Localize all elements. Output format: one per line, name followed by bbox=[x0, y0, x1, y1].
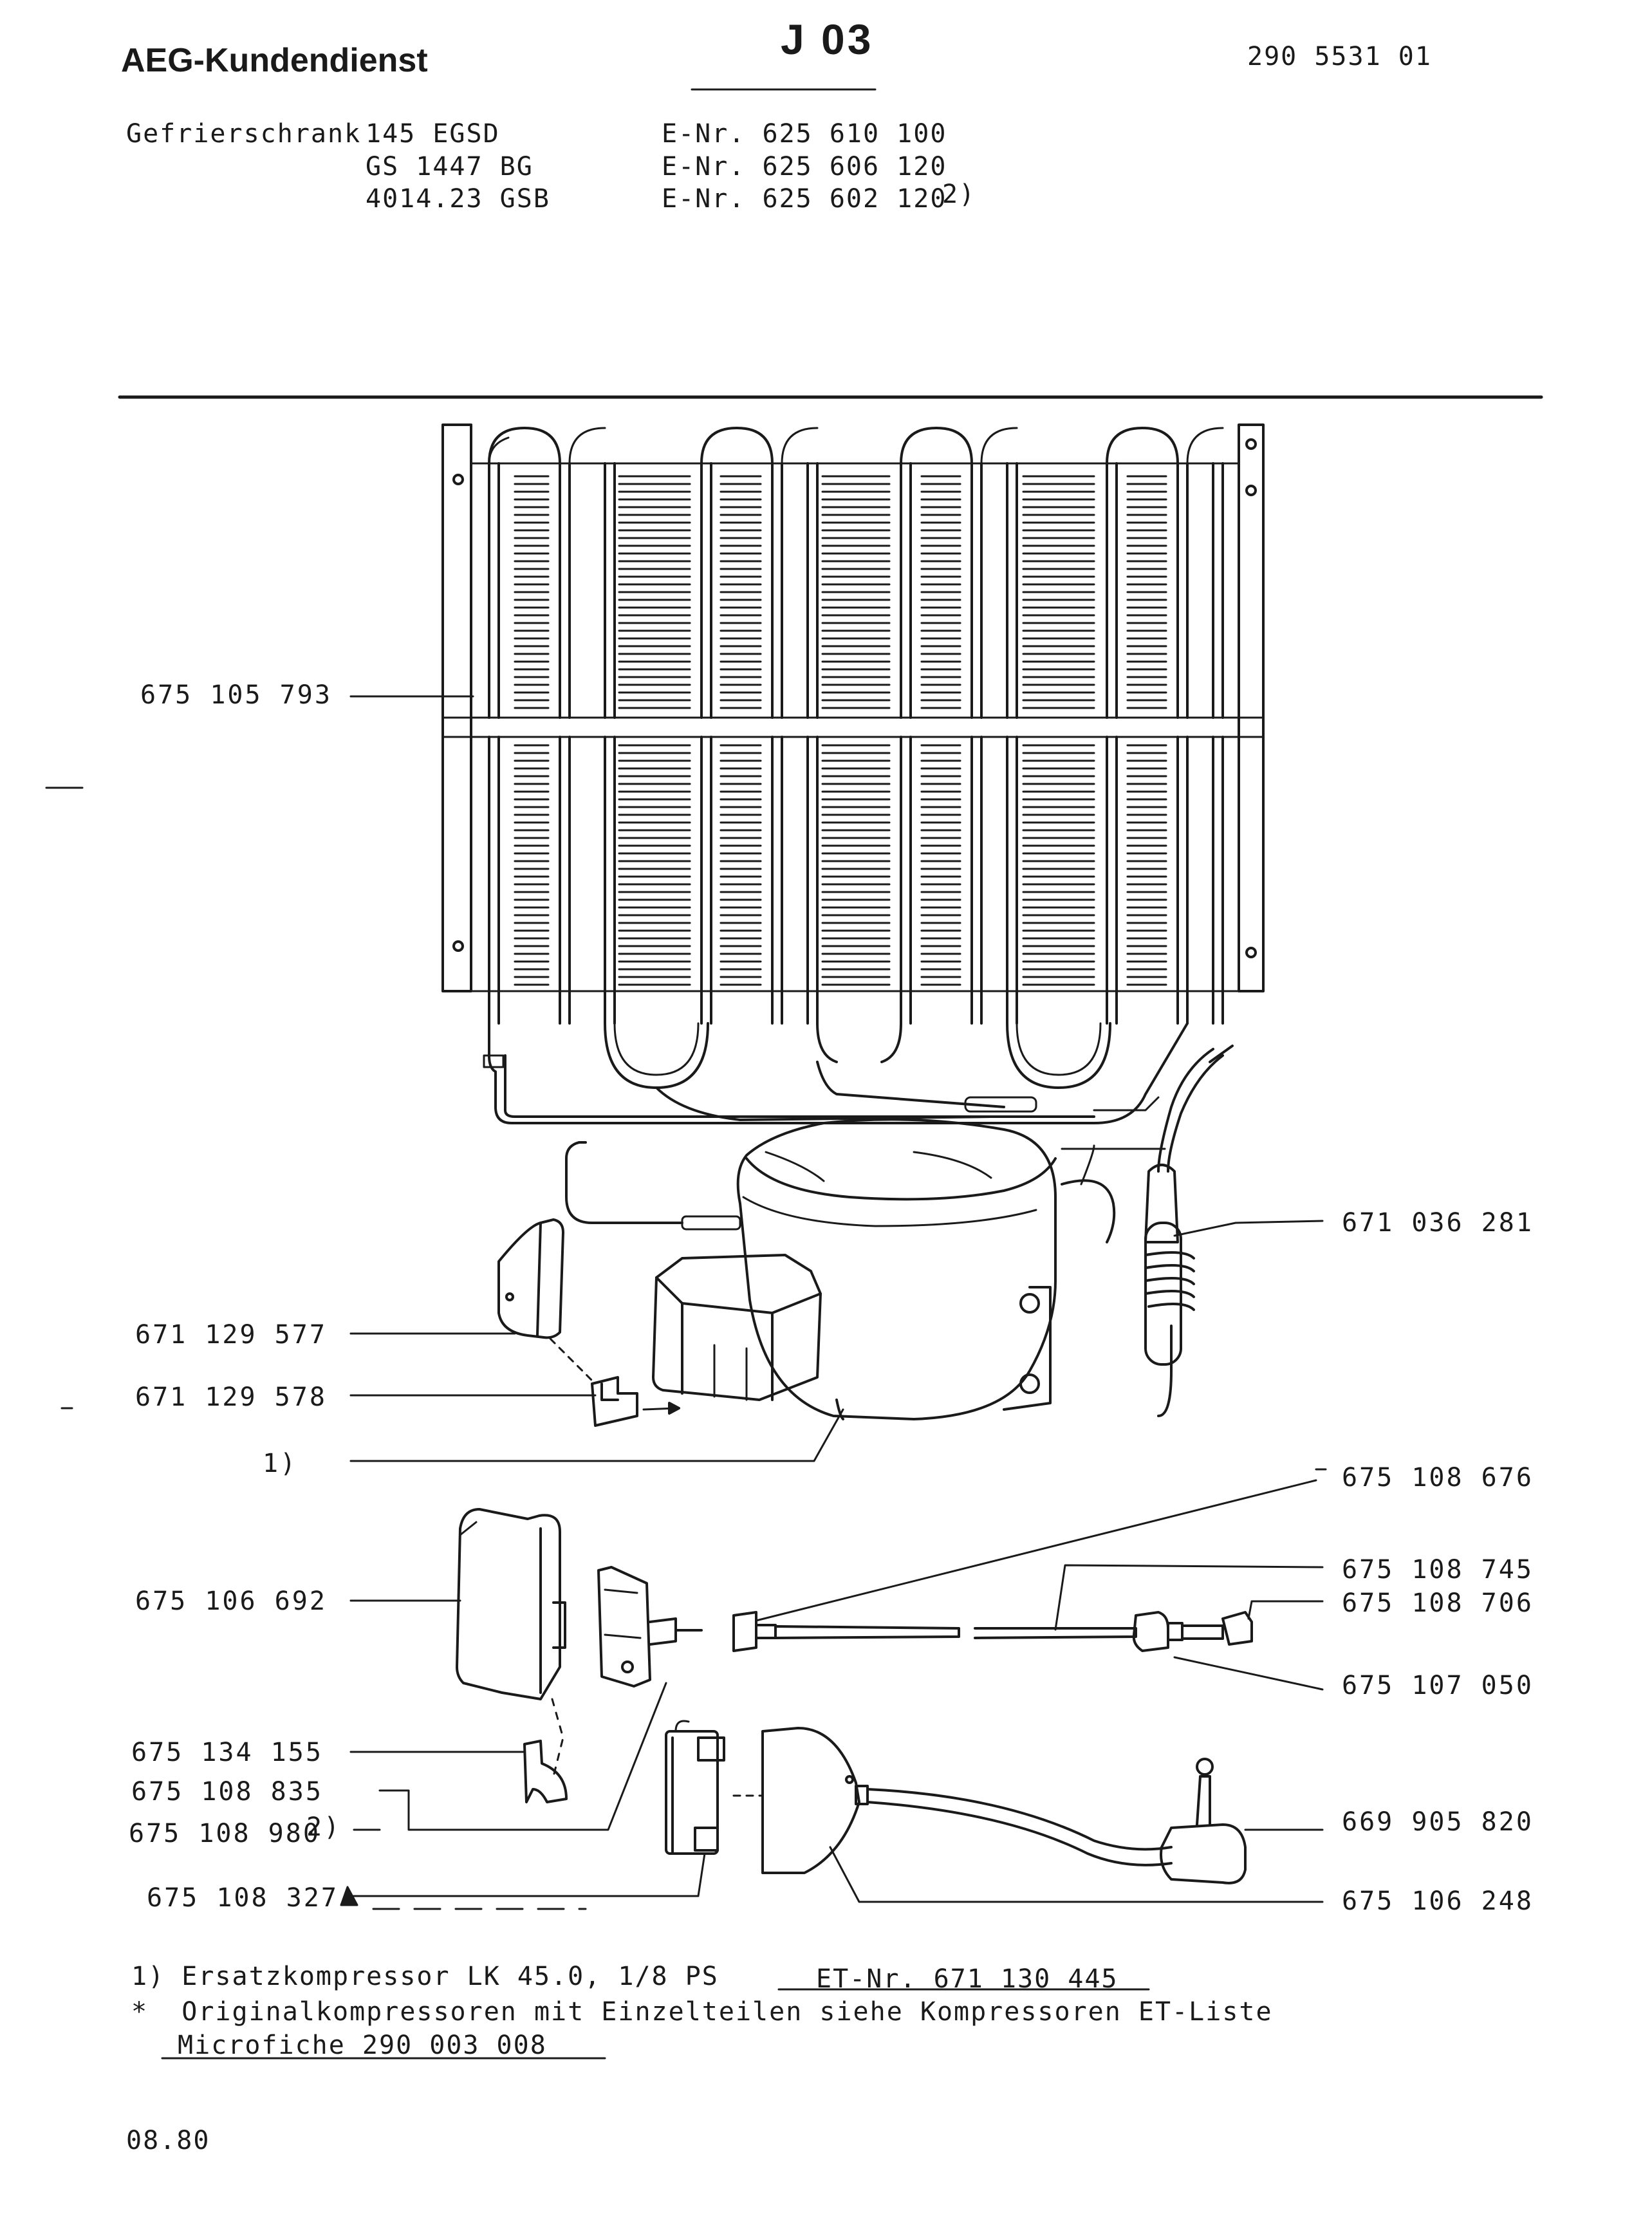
condenser-right-rail bbox=[1239, 425, 1263, 991]
footnote-2-reference: Microfiche 290 003 008 bbox=[178, 2031, 547, 2060]
rail-hole bbox=[1247, 948, 1256, 957]
rail-hole bbox=[1247, 440, 1256, 449]
condenser bbox=[443, 425, 1263, 1088]
label-condenser: 675 105 793 bbox=[140, 680, 332, 710]
label-thermostat-a: 675 108 835 bbox=[131, 1777, 323, 1807]
terminal-cover-part bbox=[763, 1728, 868, 1873]
footnote-1: 1) Ersatzkompressor LK 45.0, 1/8 PS bbox=[131, 1962, 719, 1991]
enr-2: E-Nr. 625 606 120 bbox=[662, 152, 947, 181]
footnote-1-et-number: ET-Nr. 671 130 445 bbox=[816, 1964, 1118, 1994]
cover-cap-part bbox=[499, 1220, 563, 1337]
enr-3-footnote-mark: 2) bbox=[942, 180, 976, 209]
mains-cable-and-plug bbox=[868, 1759, 1245, 1883]
shaft-assembly bbox=[734, 1612, 1252, 1651]
rail-hole bbox=[454, 942, 463, 951]
terminal-block-part bbox=[666, 1721, 724, 1854]
model-name-2: GS 1447 BG bbox=[366, 152, 534, 181]
label-mains-plug: 669 905 820 bbox=[1342, 1807, 1534, 1837]
label-shaft: 675 108 745 bbox=[1342, 1555, 1534, 1585]
model-name-1: 145 EGSD bbox=[366, 119, 500, 149]
enr-1: E-Nr. 625 610 100 bbox=[662, 119, 947, 149]
label-bracket-nut: 675 107 050 bbox=[1342, 1671, 1534, 1700]
label-terminal-cover: 675 106 248 bbox=[1342, 1886, 1534, 1916]
label-capillary-dryer: 671 036 281 bbox=[1342, 1208, 1534, 1238]
label-thermostat-cover: 675 106 692 bbox=[135, 1586, 327, 1616]
footnote-2: * Originalkompressoren mit Einzelteilen … bbox=[131, 1997, 1273, 2027]
rail-hole bbox=[1247, 486, 1256, 495]
document-number: 290 5531 01 bbox=[1247, 42, 1432, 71]
print-date: 08.80 bbox=[126, 2126, 210, 2155]
rail-hole bbox=[454, 475, 463, 484]
thermostat-cover-part bbox=[457, 1509, 565, 1699]
condenser-wire-hatching bbox=[515, 476, 1166, 985]
label-terminal-block: 675 108 327 bbox=[147, 1883, 339, 1913]
appliance-category: Gefrierschrank bbox=[126, 119, 362, 149]
condenser-left-rail bbox=[443, 425, 471, 991]
dashed-leader bbox=[550, 1339, 595, 1384]
terminal-block-marker bbox=[341, 1887, 357, 1905]
dashed-leader bbox=[552, 1699, 563, 1776]
clip-part bbox=[592, 1377, 637, 1426]
label-compressor-ref: 1) bbox=[263, 1449, 298, 1478]
enr-3: E-Nr. 625 602 120 bbox=[662, 184, 947, 214]
label-clip: 671 129 578 bbox=[135, 1382, 327, 1412]
capillary-dryer bbox=[1146, 1165, 1194, 1416]
refrigerant-piping bbox=[484, 1023, 1232, 1242]
model-name-3: 4014.23 GSB bbox=[366, 184, 550, 214]
brand-title: AEG-Kundendienst bbox=[121, 42, 428, 79]
label-sensor-tip: 675 108 706 bbox=[1342, 1588, 1534, 1618]
label-bushing: 675 108 676 bbox=[1342, 1463, 1534, 1493]
label-thermostat-b-mark: 2) bbox=[306, 1812, 342, 1842]
thermostat-part bbox=[599, 1567, 701, 1686]
compressor bbox=[738, 1119, 1055, 1419]
compressor-terminal-box bbox=[653, 1255, 821, 1400]
leader-lines bbox=[351, 696, 1326, 1902]
clamp-part bbox=[524, 1741, 566, 1802]
label-cover-cap: 671 129 577 bbox=[135, 1320, 327, 1350]
sheet-code: J 03 bbox=[781, 15, 874, 63]
label-thermostat-b: 675 108 980 bbox=[129, 1819, 320, 1848]
label-clamp: 675 134 155 bbox=[131, 1738, 323, 1767]
